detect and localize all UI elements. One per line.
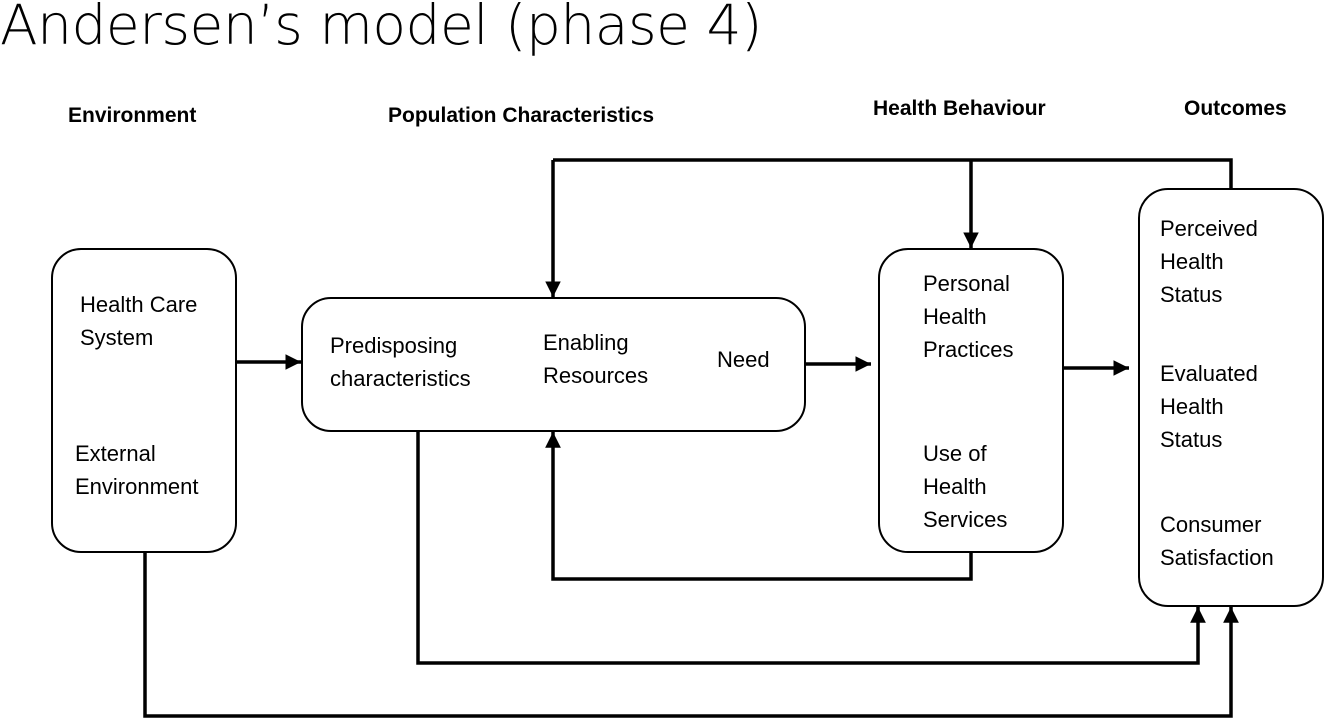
consumer-satisfaction-label: Consumer Satisfaction bbox=[1160, 512, 1274, 570]
health-care-system-label: Health Care System bbox=[80, 292, 198, 350]
heading-population-characteristics: Population Characteristics bbox=[388, 104, 655, 127]
population-characteristics-box: Predisposing characteristics Enabling Re… bbox=[301, 297, 806, 432]
page-title: Andersen’s model (phase 4) bbox=[0, 0, 762, 57]
personal-health-practices-label: Personal Health Practices bbox=[923, 271, 1014, 362]
heading-environment: Environment bbox=[68, 104, 197, 127]
external-environment-label: External Environment bbox=[75, 441, 199, 499]
use-of-health-services-label: Use of Health Services bbox=[923, 441, 1008, 532]
feedback-line-outcomes-top bbox=[553, 158, 1233, 188]
enabling-resources-label: Enabling Resources bbox=[543, 330, 649, 388]
outcomes-box: Perceived Health Status Evaluated Health… bbox=[1138, 188, 1324, 607]
environment-box: Health Care System External Environment bbox=[51, 248, 237, 553]
perceived-health-status-label: Perceived Health Status bbox=[1160, 216, 1258, 307]
predisposing-characteristics-label: Predisposing characteristics bbox=[330, 333, 471, 391]
heading-outcomes: Outcomes bbox=[1184, 97, 1287, 120]
evaluated-health-status-label: Evaluated Health Status bbox=[1160, 361, 1258, 452]
need-label: Need bbox=[717, 347, 770, 372]
health-behaviour-box: Personal Health Practices Use of Health … bbox=[878, 248, 1064, 553]
heading-health-behaviour: Health Behaviour bbox=[873, 97, 1046, 120]
arrow-population-to-outcomes bbox=[416, 432, 1206, 665]
arrow-use-of-services-to-enabling bbox=[545, 432, 973, 581]
arrow-environment-to-outcomes bbox=[143, 553, 1239, 718]
